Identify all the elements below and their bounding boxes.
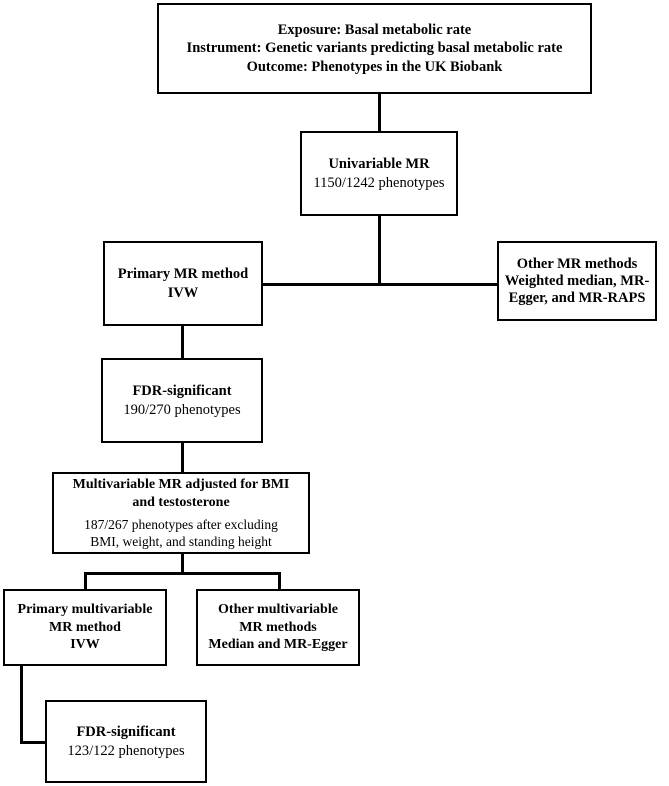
primary-mr-title: Primary MR method: [117, 266, 249, 283]
node-fdr-significant-univariable: FDR-significant 190/270 phenotypes: [101, 358, 263, 443]
connector-method-bus: [261, 283, 499, 286]
connector-univariable-down: [378, 215, 381, 285]
multivariable-title-line1: Multivariable MR adjusted for BMI: [72, 477, 290, 493]
primary-mv-title-line2: MR method: [49, 619, 121, 635]
other-mv-title-line2: MR methods: [239, 619, 317, 635]
connector-fdr1-to-multivariable: [181, 441, 184, 474]
other-mr-title: Other MR methods: [516, 255, 638, 272]
fdr2-count: 123/122 phenotypes: [67, 742, 185, 759]
connector-primary-to-fdr1: [181, 324, 184, 360]
other-mr-methods-line2: Egger, and MR-RAPS: [508, 290, 646, 307]
primary-mv-method-name: IVW: [70, 637, 100, 653]
header-instrument-line: Instrument: Genetic variants predicting …: [186, 40, 563, 57]
node-fdr-significant-multivariable: FDR-significant 123/122 phenotypes: [45, 700, 207, 783]
node-univariable-mr: Univariable MR 1150/1242 phenotypes: [300, 131, 458, 216]
connector-split-to-other-mv: [278, 572, 281, 591]
connector-primary-mv-to-fdr2: [20, 741, 48, 744]
connector-multivariable-split-bus: [84, 572, 280, 575]
node-primary-multivariable-mr-method: Primary multivariable MR method IVW: [3, 589, 167, 666]
node-header-study-design: Exposure: Basal metabolic rate Instrumen…: [157, 3, 592, 94]
other-mr-methods-line1: Weighted median, MR-: [504, 273, 650, 290]
univariable-count: 1150/1242 phenotypes: [313, 174, 445, 191]
fdr2-title: FDR-significant: [76, 724, 176, 741]
connector-split-to-primary-mv: [84, 572, 87, 591]
header-outcome-line: Outcome: Phenotypes in the UK Biobank: [246, 58, 503, 75]
fdr1-title: FDR-significant: [132, 383, 232, 400]
primary-mr-method-name: IVW: [167, 284, 199, 301]
connector-primary-mv-down: [20, 664, 23, 744]
multivariable-count-line2: BMI, weight, and standing height: [90, 533, 272, 549]
primary-mv-title-line1: Primary multivariable: [17, 601, 153, 617]
fdr1-count: 190/270 phenotypes: [123, 401, 241, 418]
header-exposure-line: Exposure: Basal metabolic rate: [277, 21, 472, 38]
univariable-title: Univariable MR: [328, 156, 430, 173]
multivariable-count-line1: 187/267 phenotypes after excluding: [84, 516, 278, 532]
node-primary-mr-method: Primary MR method IVW: [103, 241, 263, 326]
node-other-multivariable-mr-methods: Other multivariable MR methods Median an…: [196, 589, 360, 666]
connector-header-to-univariable: [378, 93, 381, 133]
other-mv-methods-names: Median and MR-Egger: [208, 637, 348, 653]
node-other-mr-methods: Other MR methods Weighted median, MR- Eg…: [497, 241, 657, 321]
multivariable-title-line2: and testosterone: [132, 494, 230, 510]
other-mv-title-line1: Other multivariable: [218, 601, 338, 617]
connector-multivariable-down: [181, 552, 184, 574]
node-multivariable-mr: Multivariable MR adjusted for BMI and te…: [52, 472, 310, 554]
